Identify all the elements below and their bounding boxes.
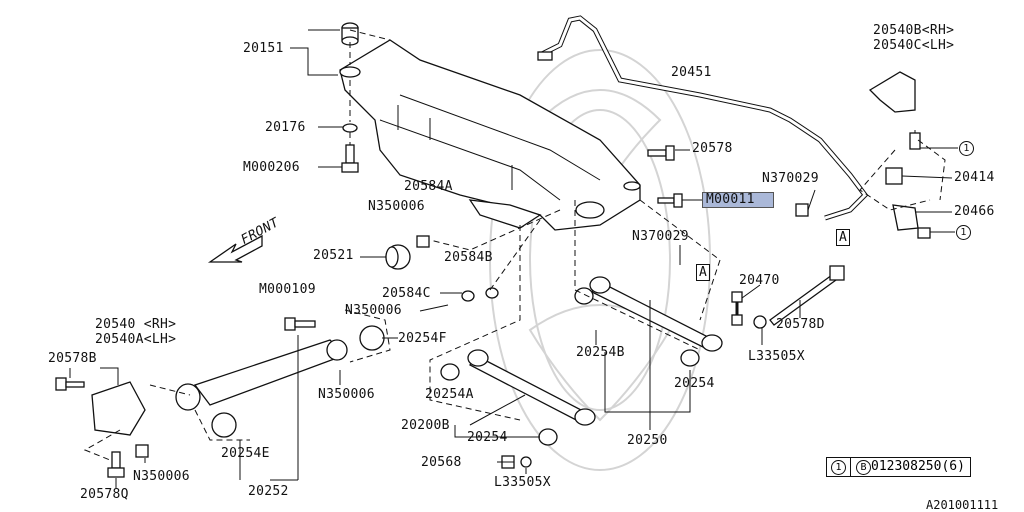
ref-marker-A-2: A xyxy=(696,264,711,281)
label-20540A: 20540A<LH> xyxy=(95,332,177,347)
label-20254: 20254 xyxy=(674,376,715,391)
label-20451: 20451 xyxy=(671,65,712,80)
label-20254F: 20254F xyxy=(398,331,447,346)
nut-N370029 xyxy=(795,203,809,217)
label-20200B: 20200B xyxy=(401,418,450,433)
label-20521: 20521 xyxy=(313,248,354,263)
guide-lines xyxy=(83,29,946,461)
label-20584C: 20584C xyxy=(382,286,431,301)
label-20254A: 20254A xyxy=(425,387,474,402)
bracket-20540B xyxy=(868,71,931,239)
label-20176: 20176 xyxy=(265,120,306,135)
label-20540B: 20540B<RH> xyxy=(873,23,955,38)
bushing-20151 xyxy=(341,22,359,46)
bolt-20578Q xyxy=(107,451,125,478)
label-20540: 20540 <RH> xyxy=(95,317,177,332)
label-20470: 20470 xyxy=(739,273,780,288)
bump-stop-20521 xyxy=(385,244,411,270)
bolt-20578B xyxy=(55,377,85,391)
crossmember xyxy=(339,39,641,231)
label-N350006-a: N350006 xyxy=(368,199,425,214)
label-N370029-b: N370029 xyxy=(632,229,689,244)
trailing-link-20252 xyxy=(175,325,385,438)
washer-20176 xyxy=(342,123,358,133)
stabilizer-bar xyxy=(537,15,869,221)
callout-1-b: 1 xyxy=(956,225,971,240)
label-M000206: M000206 xyxy=(243,160,300,175)
label-20250: 20250 xyxy=(627,433,668,448)
bracket-20584A xyxy=(468,199,542,229)
figure-id: A201001111 xyxy=(926,498,999,512)
watermark-emblem xyxy=(489,49,711,471)
label-20568: 20568 xyxy=(421,455,462,470)
label-N350006-d: N350006 xyxy=(133,469,190,484)
bolt-20578D xyxy=(753,265,845,329)
link-20470 xyxy=(731,291,743,326)
label-20584B: 20584B xyxy=(444,250,493,265)
label-N370029-a: N370029 xyxy=(762,171,819,186)
bolt-20578 xyxy=(647,145,675,161)
bolt-M000206 xyxy=(341,144,359,173)
label-20252: 20252 xyxy=(248,484,289,499)
label-20254E: 20254E xyxy=(221,446,270,461)
link-20250 xyxy=(574,276,723,367)
label-20254-b: 20254 xyxy=(467,430,508,445)
label-20584A: 20584A xyxy=(404,179,453,194)
label-L33505X-b: L33505X xyxy=(494,475,551,490)
label-20578: 20578 xyxy=(692,141,733,156)
leader-lines xyxy=(69,29,958,488)
label-L33505X-a: L33505X xyxy=(748,349,805,364)
bolt-M000109 xyxy=(284,317,316,331)
label-20254B: 20254B xyxy=(576,345,625,360)
nut-N350006-a xyxy=(416,235,430,248)
bolt-M00011 xyxy=(657,193,683,208)
label-20414: 20414 xyxy=(954,170,995,185)
label-N350006-b: N350006 xyxy=(345,303,402,318)
label-20540C: 20540C<LH> xyxy=(873,38,955,53)
legend-part-number: 012308250(6) xyxy=(871,459,965,474)
label-20578B: 20578B xyxy=(48,351,97,366)
nut-N350006-d xyxy=(135,444,149,458)
washer-20584C xyxy=(461,287,499,302)
label-20578D: 20578D xyxy=(776,317,825,332)
callout-1-a: 1 xyxy=(959,141,974,156)
label-M00011[interactable]: M00011 xyxy=(702,192,774,208)
label-20578Q: 20578Q xyxy=(80,487,129,502)
bracket-20540 xyxy=(91,381,146,436)
label-M000109: M000109 xyxy=(259,282,316,297)
link-20200B xyxy=(440,349,596,446)
front-arrow-icon xyxy=(207,234,263,263)
label-N350006-c: N350006 xyxy=(318,387,375,402)
label-20466: 20466 xyxy=(954,204,995,219)
label-20151: 20151 xyxy=(243,41,284,56)
ref-marker-A-1: A xyxy=(836,229,851,246)
legend-number: 1 xyxy=(827,458,851,476)
